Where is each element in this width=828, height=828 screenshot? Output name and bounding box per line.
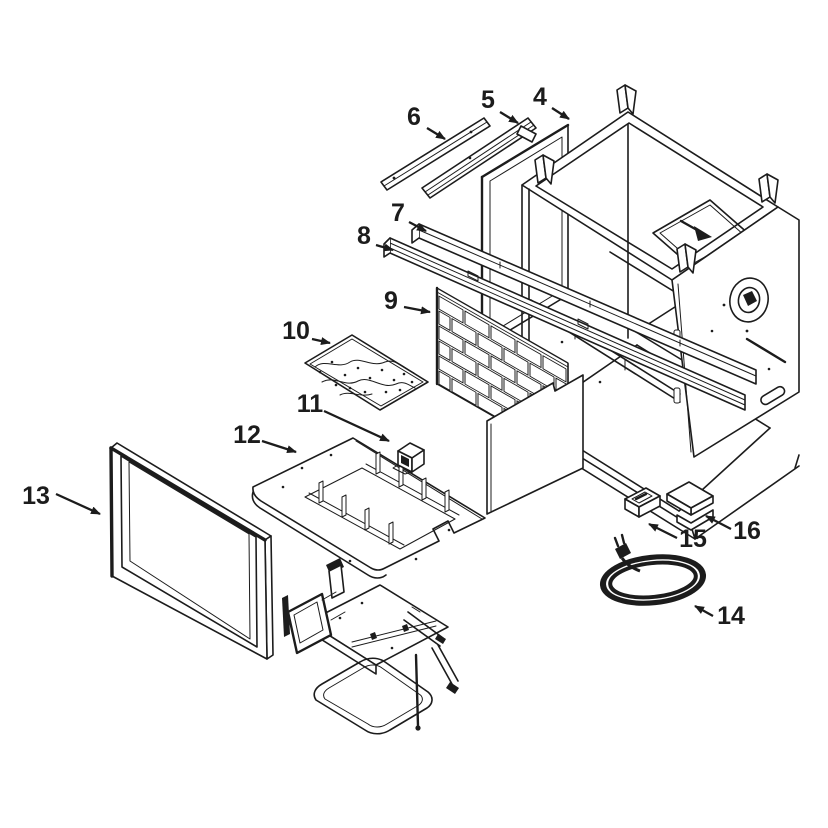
top-trim-channel	[421, 117, 537, 199]
callout-9: 9	[384, 287, 431, 315]
upper-support-rail	[411, 223, 757, 385]
base-pan	[251, 437, 486, 579]
callout-16: 16	[705, 514, 761, 545]
callout-5: 5	[481, 86, 519, 124]
callout-10-label: 10	[282, 317, 310, 345]
power-cord-coil	[599, 533, 707, 606]
burner-assembly	[282, 558, 459, 731]
glass-door-frame	[109, 442, 274, 660]
callout-10: 10	[282, 317, 331, 345]
callout-7: 7	[391, 199, 427, 233]
callout-11-label: 11	[297, 390, 324, 418]
burner-gasket	[313, 657, 433, 735]
callout-6-label: 6	[407, 103, 421, 131]
callout-12: 12	[233, 421, 297, 454]
callout-8: 8	[357, 222, 394, 252]
callout-11: 11	[297, 390, 390, 443]
callout-9-label: 9	[384, 287, 398, 315]
callout-16-label: 16	[733, 517, 761, 545]
callout-15-label: 15	[679, 525, 707, 553]
top-trim-bar	[380, 117, 491, 191]
callout-13-label: 13	[22, 482, 50, 510]
callout-6: 6	[407, 103, 446, 140]
ember-bed-plate	[304, 334, 429, 411]
callout-14: 14	[694, 602, 745, 630]
flue-collar	[729, 277, 769, 323]
handle-slot	[760, 385, 786, 406]
callout-15: 15	[648, 522, 707, 553]
rear-shield-panel	[486, 374, 584, 515]
callout-4: 4	[533, 83, 570, 120]
callout-12-label: 12	[233, 421, 261, 449]
callout-4-label: 4	[533, 83, 547, 111]
mounting-bracket	[666, 481, 714, 531]
receptacle-box	[624, 487, 661, 518]
callout-14-label: 14	[717, 602, 745, 630]
junction-box	[392, 442, 425, 475]
callout-5-label: 5	[481, 86, 495, 114]
callout-13: 13	[22, 482, 101, 516]
callout-8-label: 8	[357, 222, 371, 250]
callouts: 4 5 6 7 8 9 10 11	[22, 83, 761, 630]
callout-7-label: 7	[391, 199, 405, 227]
